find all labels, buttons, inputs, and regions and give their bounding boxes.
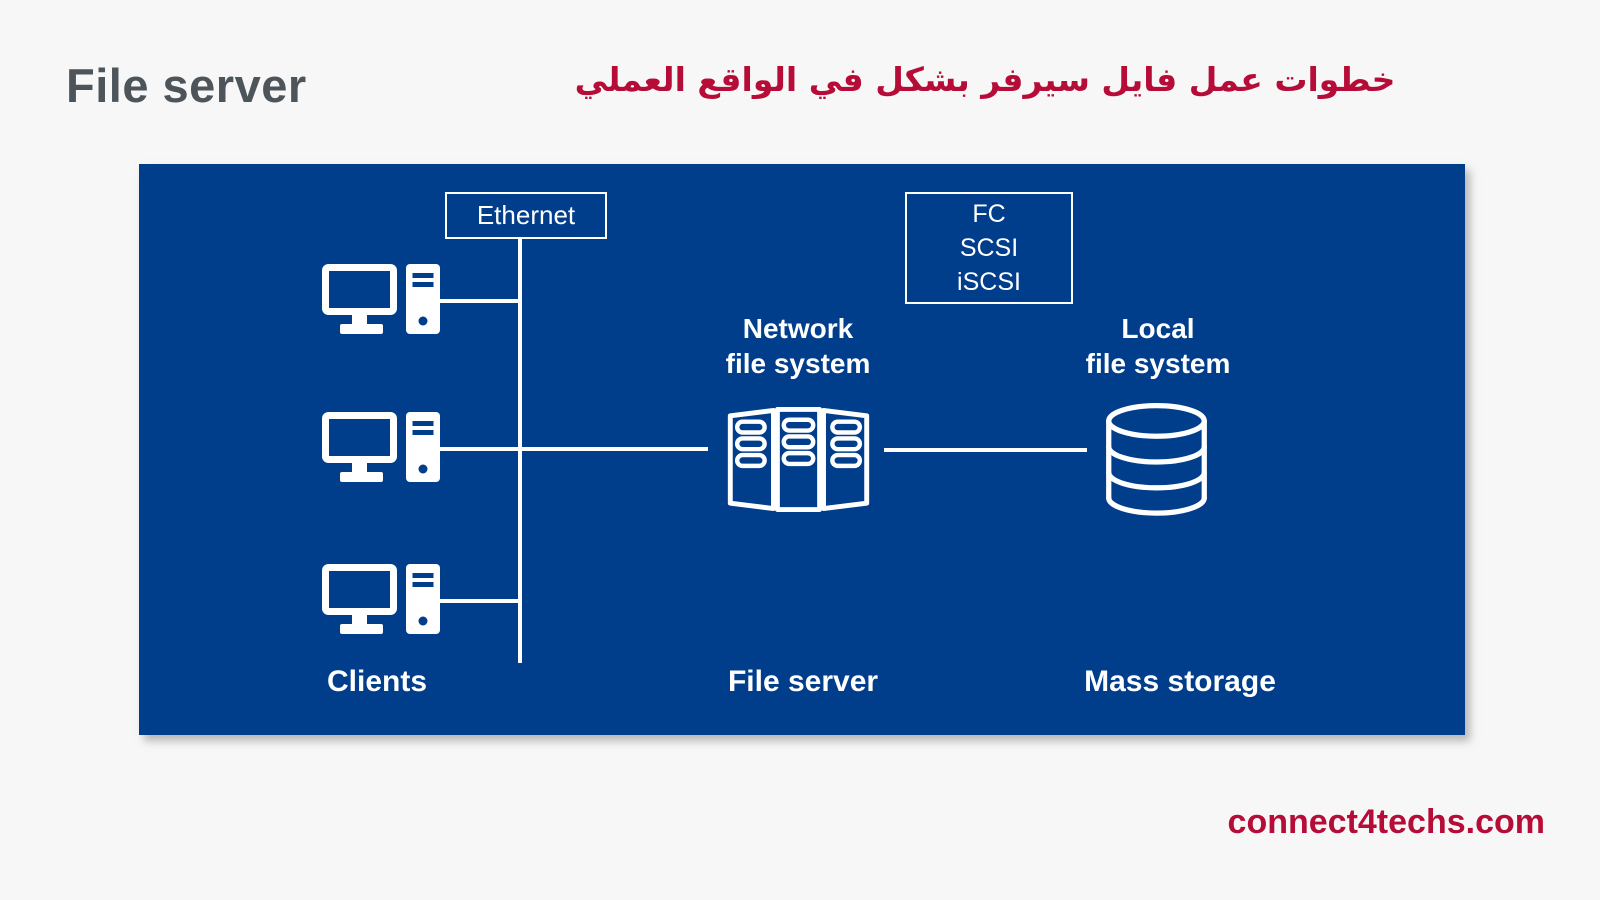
protocol-iscsi: iSCSI	[957, 268, 1021, 296]
client2-to-server-line	[440, 447, 708, 451]
network-label-line2: file system	[725, 348, 871, 379]
server-rack-icon	[727, 407, 870, 512]
file-server-caption: File server	[727, 665, 879, 698]
arabic-subtitle: خطوات عمل فايل سيرفر بشكل في الواقع العم…	[574, 60, 1396, 99]
mass-storage-caption: Mass storage	[1084, 665, 1276, 698]
diagram-panel: Ethernet FC SCSI iSCSI	[139, 164, 1465, 735]
local-label-line2: file system	[1085, 348, 1231, 379]
desktop-computer-icon	[322, 412, 440, 483]
protocol-fc: FC	[972, 200, 1006, 228]
local-file-system-label: Local file system	[1086, 311, 1231, 381]
client3-link-line	[440, 599, 522, 603]
network-file-system-label: Network file system	[726, 311, 871, 381]
protocol-scsi: SCSI	[959, 234, 1019, 262]
ethernet-label: Ethernet	[476, 200, 576, 230]
server-storage-link-line	[884, 448, 1087, 452]
clients-caption: Clients	[326, 665, 428, 698]
desktop-computer-icon	[322, 264, 440, 335]
website-footer: connect4techs.com	[1227, 803, 1545, 841]
ethernet-bus-line	[518, 239, 522, 663]
network-label-line1: Network	[742, 313, 854, 344]
client1-link-line	[440, 299, 522, 303]
local-label-line1: Local	[1121, 313, 1195, 344]
page-title: File server	[66, 59, 307, 112]
ethernet-label-box: Ethernet	[445, 192, 607, 239]
desktop-computer-icon	[322, 564, 440, 635]
protocol-label-box: FC SCSI iSCSI	[905, 192, 1073, 304]
disk-stack-icon	[1103, 401, 1210, 524]
